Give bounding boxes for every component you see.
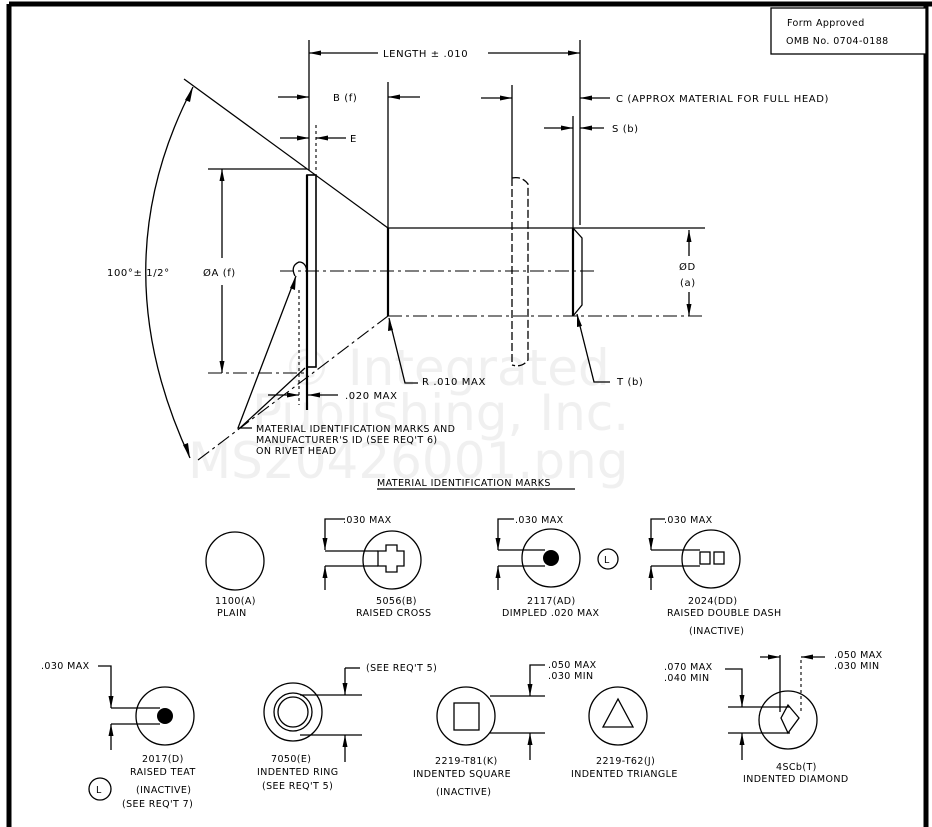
- t-leader: T (b): [576, 313, 643, 388]
- mark-dim: .030 MAX: [515, 515, 564, 526]
- dash-icon-2: [713, 551, 725, 565]
- d-label: ØD: [679, 261, 696, 273]
- c-label: C (APPROX MATERIAL FOR FULL HEAD): [616, 94, 829, 105]
- s-label: S (b): [612, 124, 639, 135]
- note-line-3: ON RIVET HEAD: [256, 446, 337, 457]
- mark-dim: .050 MAX: [548, 660, 597, 671]
- a-dimension: ØA (f): [203, 168, 307, 374]
- e-label: E: [350, 134, 357, 145]
- omb-number: OMB No. 0704-0188: [786, 36, 889, 47]
- angle-label: 100°± 1/2°: [107, 268, 170, 279]
- s-dimension: S (b): [544, 116, 639, 228]
- mark-dim: .030 MAX: [41, 661, 90, 672]
- length-label: LENGTH ± .010: [383, 49, 468, 60]
- mark-2017-raised-teat: .030 MAX 2017(D) RAISED TEAT (INACTIVE) …: [41, 661, 196, 810]
- c-dimension: C (APPROX MATERIAL FOR FULL HEAD): [481, 85, 829, 178]
- mark-code: 2017(D): [142, 754, 184, 765]
- mark-7050-indented-ring: (SEE REQ'T 5) 7050(E) INDENTED RING (SEE…: [257, 663, 437, 792]
- mark-2117-dimpled: .030 MAX 2117(AD) DIMPLED .020 MAX L: [495, 515, 619, 619]
- l-badge-icon: [597, 548, 619, 570]
- note-line-2: MANUFACTURER'S ID (SEE REQ'T 6): [256, 435, 438, 446]
- mark-code: 4SCb(T): [776, 762, 817, 773]
- plain-head-icon: [205, 531, 265, 591]
- length-dimension: LENGTH ± .010: [309, 49, 580, 60]
- mark-desc: RAISED DOUBLE DASH: [667, 608, 781, 619]
- mark-dim-2: .030 MIN: [548, 671, 593, 682]
- mark-dim: .030 MAX: [664, 515, 713, 526]
- mark-desc: INDENTED TRIANGLE: [571, 769, 678, 780]
- d-dimension: ØD (a): [679, 230, 696, 316]
- r-leader: R .010 MAX: [388, 317, 486, 388]
- triangle-icon: [601, 697, 635, 728]
- mark-2219-t81-indented-square: .050 MAX .030 MIN 2219-T81(K) INDENTED S…: [413, 660, 597, 798]
- mark-4scb-indented-diamond: .070 MAX .040 MIN .050 MAX .030 MIN 4SCb…: [664, 650, 883, 785]
- mark-dim: (SEE REQ'T 5): [366, 663, 437, 674]
- mark-dim: .050 MAX: [834, 650, 883, 661]
- rivet-drawing: LENGTH ± .010 B (f) E C (APPR: [107, 40, 829, 461]
- diamond-icon: [780, 703, 800, 735]
- page-frame: [6, 1, 932, 827]
- mark-note: (INACTIVE): [136, 785, 191, 796]
- mark-desc: RAISED TEAT: [130, 767, 196, 778]
- section-title-text: MATERIAL IDENTIFICATION MARKS: [377, 478, 551, 489]
- dimple-icon: [543, 550, 559, 566]
- b-label: B (f): [333, 93, 357, 104]
- mark-dim-triangle: .070 MAX: [664, 662, 713, 673]
- mark-1100-plain: 1100(A) PLAIN: [205, 531, 265, 619]
- min-thickness-label: .020 MAX: [345, 391, 398, 402]
- mark-desc: RAISED CROSS: [356, 608, 431, 619]
- teat-icon: [157, 708, 173, 724]
- e-dimension: E: [280, 125, 357, 170]
- l-badge-icon: [88, 777, 112, 801]
- note-leader: [237, 261, 308, 429]
- mark-dim: .030 MAX: [343, 515, 392, 526]
- form-approved-label: Form Approved: [787, 18, 865, 29]
- a-label: ØA (f): [203, 267, 236, 279]
- mark-code: 5056(B): [376, 596, 417, 607]
- t-label: T (b): [616, 377, 643, 388]
- mark-dim-2: .030 MIN: [834, 661, 879, 672]
- mark-desc: PLAIN: [217, 608, 247, 619]
- mark-code: 2024(DD): [688, 596, 737, 607]
- mark-note: (INACTIVE): [436, 787, 491, 798]
- mark-desc: INDENTED RING: [257, 767, 339, 778]
- section-title: MATERIAL IDENTIFICATION MARKS: [377, 478, 575, 490]
- square-icon: [453, 702, 480, 731]
- mark-desc: INDENTED DIAMOND: [743, 774, 849, 785]
- min-thickness-dimension: .020 MAX: [268, 290, 398, 405]
- dash-icon-1: [699, 551, 711, 565]
- watermark-line-1: © Integrated: [282, 339, 610, 397]
- l-badge-text: L: [96, 785, 102, 796]
- mark-desc: INDENTED SQUARE: [413, 769, 511, 780]
- mark-dim-triangle-2: .040 MIN: [664, 673, 709, 684]
- note-line-1: MATERIAL IDENTIFICATION MARKS AND: [256, 424, 455, 435]
- mark-note-2: (SEE REQ'T 7): [122, 799, 193, 810]
- mark-2219-t62-indented-triangle: 2219-T62(J) INDENTED TRIANGLE: [571, 686, 678, 780]
- d-label-sub: (a): [680, 278, 696, 289]
- ring-icon: [273, 692, 313, 732]
- watermark-line-3: MS20426001.png: [188, 432, 628, 490]
- mark-code: 7050(E): [271, 754, 311, 765]
- mark-code: 1100(A): [215, 596, 256, 607]
- b-dimension: B (f): [278, 82, 420, 228]
- r-label: R .010 MAX: [422, 377, 486, 388]
- cross-icon: [377, 544, 405, 573]
- mark-code: 2219-T81(K): [435, 756, 498, 767]
- rivet-shank: [280, 176, 705, 367]
- mark-note: (INACTIVE): [689, 626, 744, 637]
- mark-code: 2219-T62(J): [596, 756, 655, 767]
- angle-dimension: 100°± 1/2°: [107, 86, 194, 459]
- mark-note: (SEE REQ'T 5): [262, 781, 333, 792]
- mark-2024-raised-double-dash: .030 MAX 2024(DD) RAISED DOUBLE DASH (IN…: [648, 515, 781, 637]
- mark-desc: DIMPLED .020 MAX: [502, 608, 600, 619]
- mark-code: 2117(AD): [527, 596, 576, 607]
- form-approved-box: Form Approved OMB No. 0704-0188: [770, 7, 927, 55]
- mark-5056-raised-cross: .030 MAX 5056(B) RAISED CROSS: [322, 515, 431, 619]
- l-badge-text: L: [604, 555, 610, 566]
